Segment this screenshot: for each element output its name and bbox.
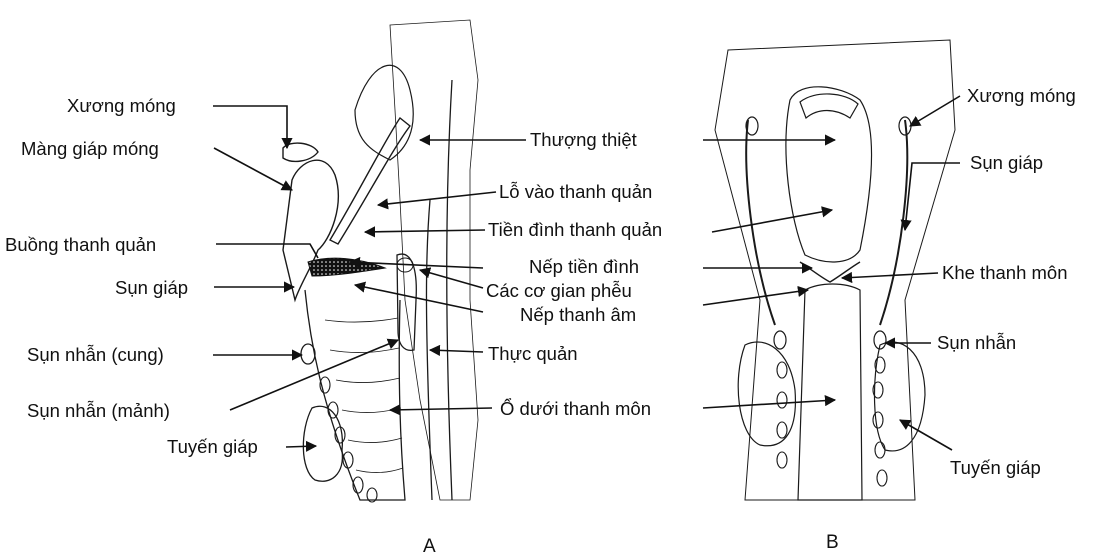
- labels-panel-b: Xương móng Sụn giáp Khe thanh môn Sụn nh…: [937, 85, 1076, 478]
- label-hyoid-a: Xương móng: [67, 95, 176, 116]
- panel-label-a: A: [423, 536, 436, 557]
- label-esophagus: Thực quản: [488, 343, 578, 364]
- label-cricoid-cartilage-b: Sụn nhẫn: [937, 332, 1016, 353]
- label-laryngeal-inlet: Lỗ vào thanh quản: [499, 181, 652, 202]
- label-rima-glottidis: Khe thanh môn: [942, 262, 1067, 283]
- sagittal-larynx-drawing: [283, 20, 478, 502]
- panel-label-b: B: [826, 532, 839, 553]
- labels-center: Thượng thiệt Lỗ vào thanh quản Tiền đình…: [486, 129, 662, 419]
- label-thyroid-gland-b: Tuyến giáp: [950, 457, 1041, 478]
- label-arytenoid-muscles: Các cơ gian phễu: [486, 280, 632, 301]
- labels-panel-a: Xương móng Màng giáp móng Buồng thanh qu…: [5, 95, 258, 457]
- label-thyrohyoid-membrane: Màng giáp móng: [21, 138, 159, 159]
- label-thyroid-gland-a: Tuyến giáp: [167, 436, 258, 457]
- label-vestibular-fold: Nếp tiền đình: [529, 256, 639, 277]
- label-hyoid-b: Xương móng: [967, 85, 1076, 106]
- label-vestibule: Tiền đình thanh quản: [488, 219, 662, 240]
- label-infraglottic-cavity: Ổ dưới thanh môn: [500, 398, 651, 419]
- label-vocal-fold: Nếp thanh âm: [520, 304, 636, 325]
- label-cricoid-arch: Sụn nhẫn (cung): [27, 344, 164, 365]
- label-thyroid-cartilage-b: Sụn giáp: [970, 152, 1043, 173]
- label-epiglottis: Thượng thiệt: [530, 129, 637, 150]
- label-laryngeal-ventricle: Buồng thanh quản: [5, 234, 156, 255]
- label-cricoid-lamina: Sụn nhẫn (mảnh): [27, 400, 170, 421]
- label-thyroid-cartilage-a: Sụn giáp: [115, 277, 188, 298]
